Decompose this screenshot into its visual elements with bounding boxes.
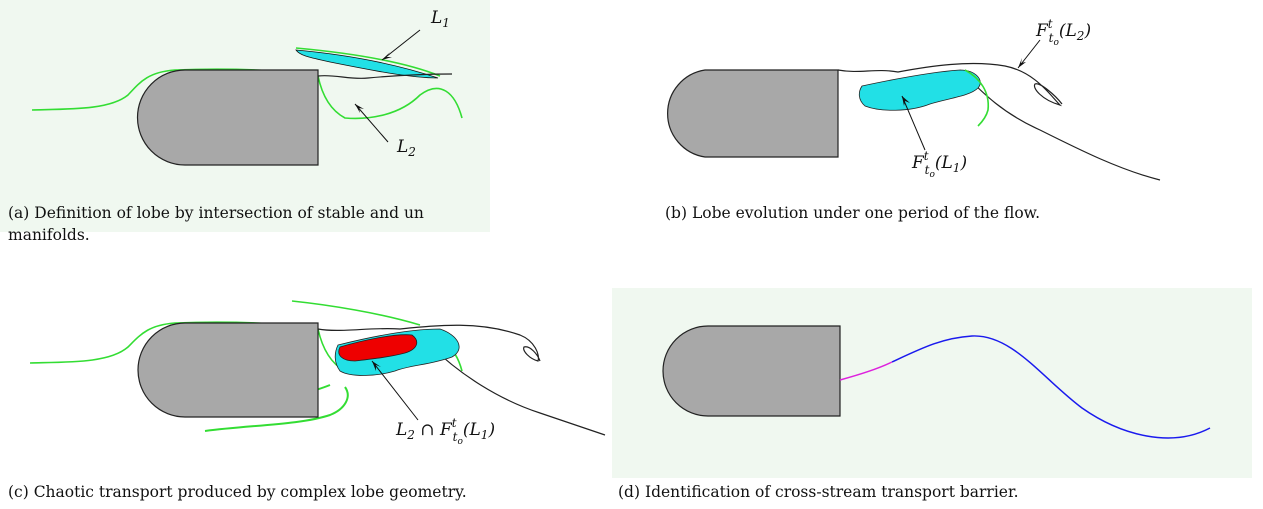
- panel-d-figure: [612, 288, 1252, 478]
- panel-c-arrow: [371, 360, 419, 421]
- panel-a: L1 L2: [0, 0, 490, 232]
- panel-c-black-manifold: [317, 324, 606, 436]
- panel-c-red-intersection: [338, 334, 418, 362]
- panel-d-blue-barrier: [891, 335, 1211, 439]
- panel-a-label-l2: L2: [396, 137, 416, 159]
- panel-a-black-manifold: [317, 73, 453, 80]
- panel-b-green-arc: [964, 69, 990, 127]
- panel-b-black-manifold: [837, 62, 1161, 181]
- panel-d-magenta-barrier: [839, 361, 893, 381]
- panel-a-green-lobe-edge: [295, 47, 441, 77]
- panel-d-body: [662, 325, 841, 417]
- panel-a-arrow-l2: [354, 103, 389, 143]
- panel-d: [612, 288, 1252, 478]
- panel-c-caption: (c) Chaotic transport produced by comple…: [8, 483, 467, 501]
- panel-a-lobe-l1: [295, 49, 439, 79]
- panel-a-figure: L1 L2: [0, 0, 490, 232]
- panel-c-body: [137, 322, 319, 418]
- panel-b-caption: (b) Lobe evolution under one period of t…: [665, 204, 1041, 222]
- panel-a-caption-line1: (a) Definition of lobe by intersection o…: [8, 204, 424, 222]
- panel-b-body: [667, 69, 839, 158]
- panel-b-lobe: [858, 69, 981, 111]
- panel-a-label-l1: L1: [430, 8, 450, 30]
- panel-c-green-top: [291, 300, 421, 326]
- panel-a-body: [136, 69, 319, 166]
- panel-a-caption-line2: manifolds.: [8, 226, 90, 244]
- panel-a-arrow-l1: [381, 29, 421, 61]
- panel-b-arrow-bottom: [901, 95, 926, 151]
- panel-d-caption: (d) Identification of cross-stream trans…: [618, 483, 1019, 501]
